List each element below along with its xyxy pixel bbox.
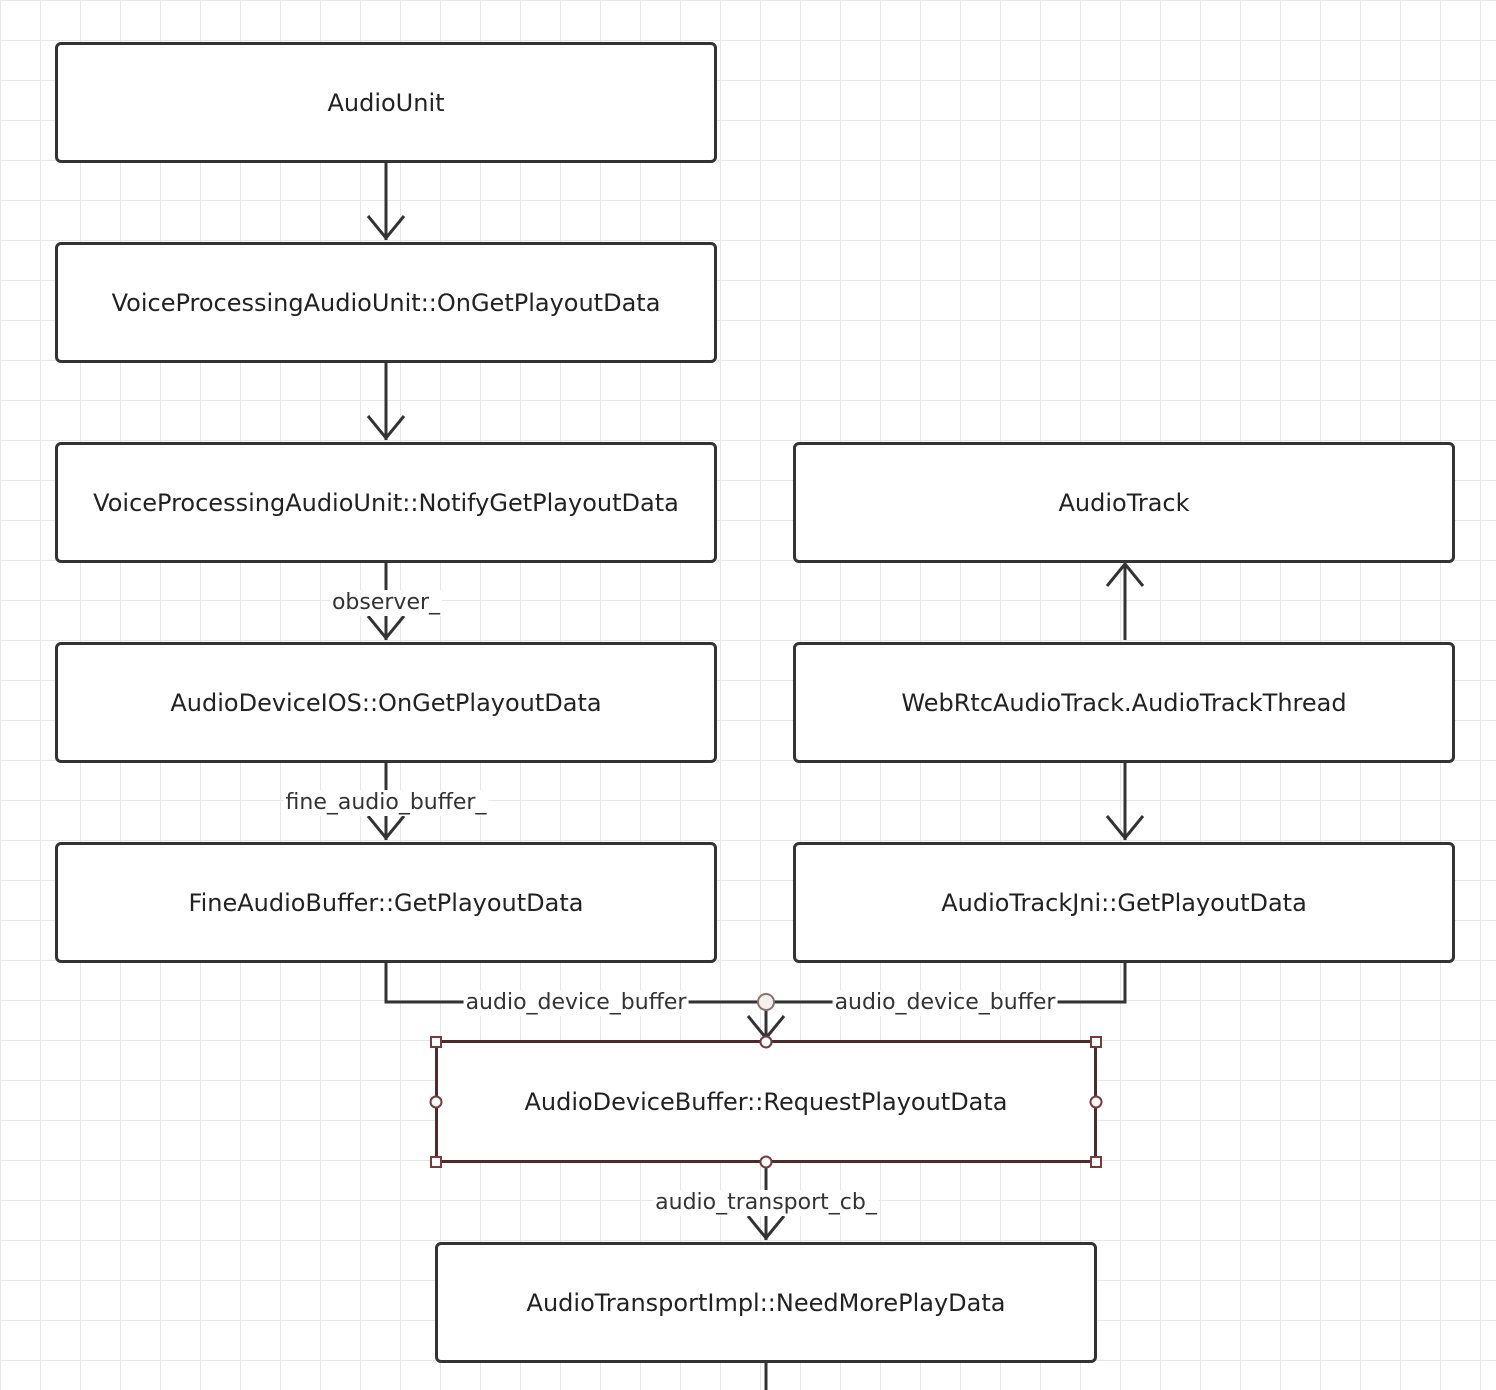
resize-handle-top-left[interactable] <box>430 1036 442 1048</box>
node-audio-track-jni[interactable]: AudioTrackJni::GetPlayoutData <box>793 842 1455 963</box>
arrowhead-3 <box>366 615 406 641</box>
resize-handle-top-right[interactable] <box>1090 1036 1102 1048</box>
node-label: AudioTrack <box>1058 488 1190 517</box>
arrowhead-4 <box>366 815 406 841</box>
node-vpau-notify-get-playout-data[interactable]: VoiceProcessingAudioUnit::NotifyGetPlayo… <box>55 442 717 563</box>
arrowhead-2 <box>366 415 406 441</box>
connection-point-top[interactable] <box>759 1035 773 1049</box>
node-audio-unit[interactable]: AudioUnit <box>55 42 717 163</box>
connection-point-right[interactable] <box>1089 1095 1103 1109</box>
arrowhead-8 <box>746 1215 786 1241</box>
node-label: AudioDeviceIOS::OnGetPlayoutData <box>170 688 602 717</box>
edge-label-fine-audio-buffer: fine_audio_buffer_ <box>283 790 489 816</box>
node-label: AudioTransportImpl::NeedMorePlayData <box>526 1288 1006 1317</box>
node-audio-device-ios[interactable]: AudioDeviceIOS::OnGetPlayoutData <box>55 642 717 763</box>
node-label: AudioUnit <box>327 88 445 117</box>
edge-label-audio-device-buffer-left: audio_device_buffer <box>463 990 689 1016</box>
node-audio-device-buffer[interactable]: AudioDeviceBuffer::RequestPlayoutData <box>435 1040 1097 1163</box>
edge-label-audio-transport-cb: audio_transport_cb_ <box>653 1190 879 1216</box>
node-label: FineAudioBuffer::GetPlayoutData <box>188 888 584 917</box>
edge-junction-handle[interactable] <box>757 993 775 1011</box>
node-webrtc-audio-track-thread[interactable]: WebRtcAudioTrack.AudioTrackThread <box>793 642 1455 763</box>
resize-handle-bottom-right[interactable] <box>1090 1156 1102 1168</box>
node-label: WebRtcAudioTrack.AudioTrackThread <box>901 688 1347 717</box>
node-audio-track[interactable]: AudioTrack <box>793 442 1455 563</box>
node-label: VoiceProcessingAudioUnit::NotifyGetPlayo… <box>93 488 679 517</box>
resize-handle-bottom-left[interactable] <box>430 1156 442 1168</box>
edge-label-audio-device-buffer-right: audio_device_buffer <box>832 990 1058 1016</box>
arrowhead-5 <box>1105 561 1145 587</box>
node-vpau-on-get-playout-data[interactable]: VoiceProcessingAudioUnit::OnGetPlayoutDa… <box>55 242 717 363</box>
node-fine-audio-buffer[interactable]: FineAudioBuffer::GetPlayoutData <box>55 842 717 963</box>
arrowhead-6 <box>1105 815 1145 841</box>
connection-point-left[interactable] <box>429 1095 443 1109</box>
arrowhead-1 <box>366 215 406 241</box>
node-label: AudioTrackJni::GetPlayoutData <box>941 888 1307 917</box>
edge-label-observer: observer_ <box>329 590 443 616</box>
node-label: AudioDeviceBuffer::RequestPlayoutData <box>524 1087 1008 1116</box>
connection-point-bottom[interactable] <box>759 1155 773 1169</box>
node-label: VoiceProcessingAudioUnit::OnGetPlayoutDa… <box>111 288 661 317</box>
node-audio-transport-impl[interactable]: AudioTransportImpl::NeedMorePlayData <box>435 1242 1097 1363</box>
